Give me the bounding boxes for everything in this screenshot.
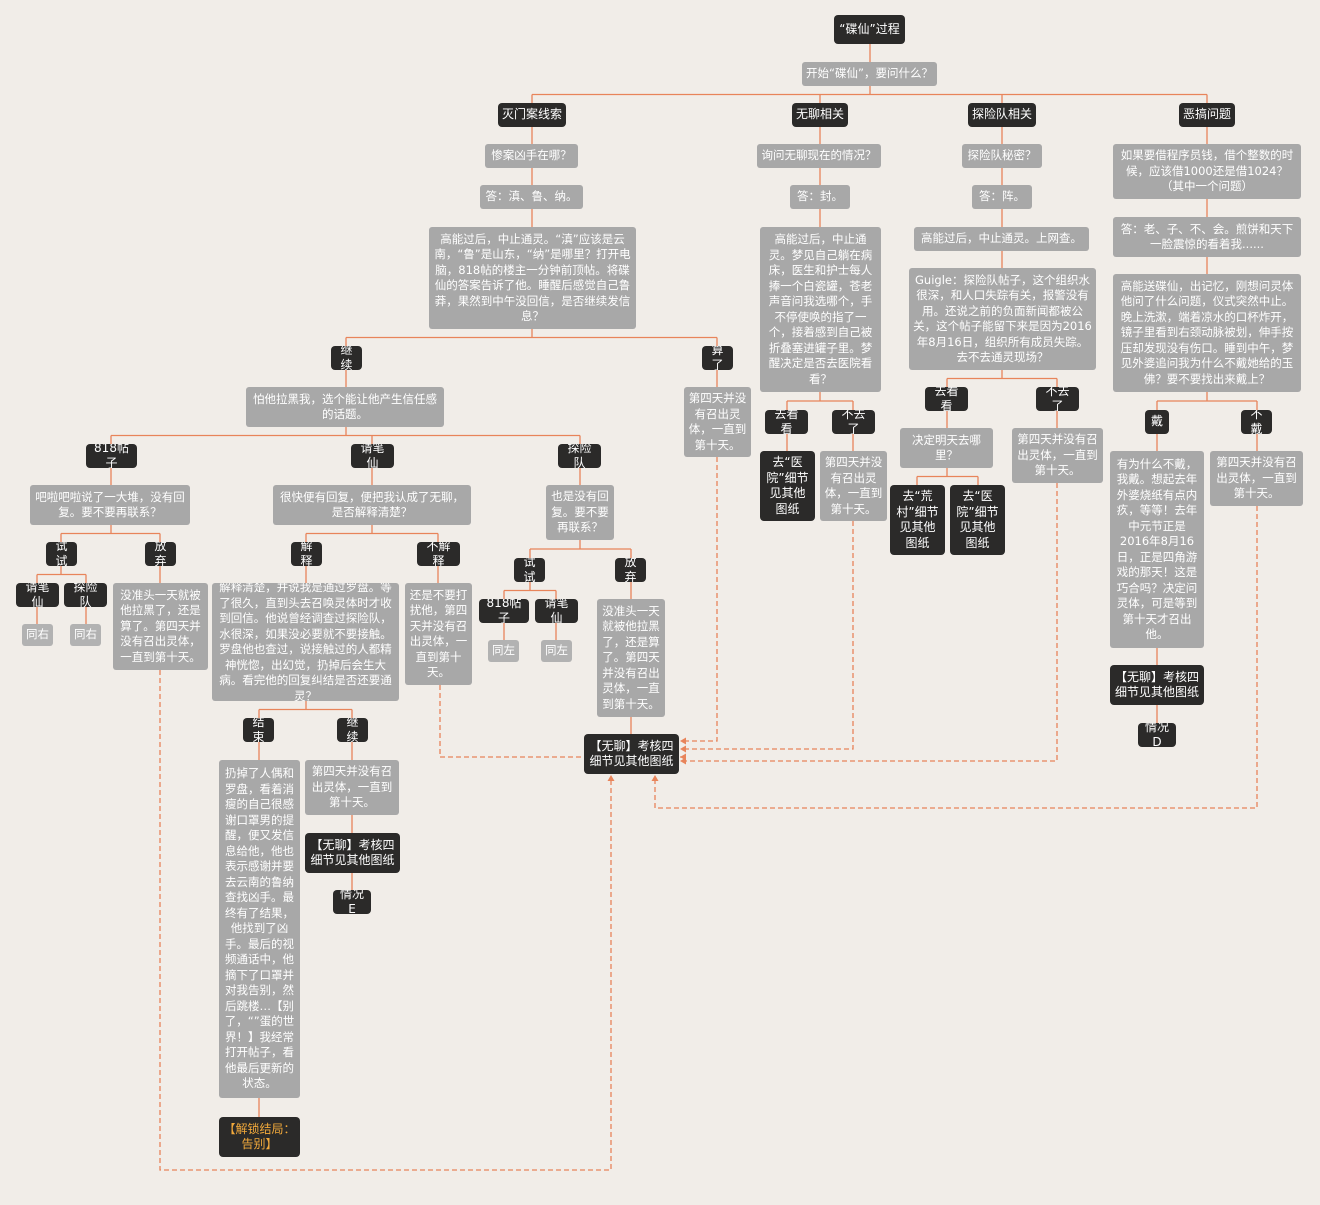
case-e: 情况E xyxy=(333,890,371,914)
explore-go-hospital: 去“医院”细节见其他图纸 xyxy=(950,485,1005,555)
explore-try: 试试 xyxy=(514,558,545,582)
explore-search-text: 高能过后，中止通灵。上网查。 xyxy=(914,227,1089,251)
start-question: 开始“碟仙”，要问什么？ xyxy=(802,62,937,86)
option-explore-team: 探险队 xyxy=(558,444,601,468)
818-try: 试试 xyxy=(46,542,77,566)
prank-question: 如果要借程序员钱，借个整数的时候，应该借1000还是借1024？（其中一个问题） xyxy=(1113,144,1301,199)
818-giveup-text: 没准头一天就被他拉黑了，还是算了。第四天并没有召出灵体，一直到第十天。 xyxy=(113,583,208,670)
boredom-go: 去看看 xyxy=(765,410,808,434)
boredom-question: 询问无聊现在的情况？ xyxy=(757,144,881,168)
continue-text: 怕他拉黑我，选个能让他产生信任感的话题。 xyxy=(246,387,444,427)
explore-try-818-result: 同左 xyxy=(488,640,519,662)
818-try-explore: 探险队 xyxy=(64,583,107,607)
pen-continue: 继续 xyxy=(337,718,368,742)
prank-wear-text: 有为什么不戴，我戴。想起去年外婆烧纸有点内疚，等等！去年中元节正是2016年8月… xyxy=(1110,451,1204,648)
explore-try-pen-result: 同左 xyxy=(541,640,572,662)
option-pen-spirit: 请笔仙 xyxy=(351,444,394,468)
choice-continue: 继续 xyxy=(331,346,362,370)
dashed-ref-explore xyxy=(686,483,1058,762)
branch-prank: 恶搞问题 xyxy=(1179,103,1235,127)
explore-go: 去看看 xyxy=(925,387,968,411)
explore-guigle-text: Guigle：探险队帖子，这个组织水很深，和人口失踪有关，报警没有用。还说之前的… xyxy=(909,268,1096,370)
boredom-no-text: 第四天并没有召出灵体，一直到第十天。 xyxy=(820,451,887,521)
option-818-post: 818帖子 xyxy=(86,444,137,468)
explore-secret-answer: 答：阵。 xyxy=(972,185,1032,209)
murder-text: 高能过后，中止通灵。“滇”应该是云南，“鲁”是山东，“纳”是哪里？打开电脑，81… xyxy=(429,227,636,329)
branch-explore: 探险队相关 xyxy=(968,103,1036,127)
pen-explain-text: 解释清楚，并说我是通过罗盘。等了很久，直到头去召唤灵体时才收到回信。他说曾经调查… xyxy=(212,583,399,701)
pen-continue-result: 【无聊】考核四细节见其他图纸 xyxy=(305,833,400,873)
prank-wear-result: 【无聊】考核四细节见其他图纸 xyxy=(1110,665,1204,705)
prank-wear: 戴 xyxy=(1145,410,1169,434)
dashed-arrow-818 xyxy=(607,775,615,781)
prank-text: 高能送碟仙，出记忆，刚想问灵体他问了什么问题，仪式突然中止。晚上洗漱，端着凉水的… xyxy=(1113,274,1301,392)
dashed-arrow-prank xyxy=(651,775,659,781)
818-try-pen-result: 同右 xyxy=(22,624,53,646)
818-question: 吧啦吧啦说了一大堆，没有回复。要不要再联系？ xyxy=(30,485,190,525)
dashed-arrow-stop xyxy=(680,737,686,745)
prank-answer: 答：老、子、不、会。煎饼和天下一脸震惊的看着我...... xyxy=(1113,217,1301,257)
818-try-pen: 请笔仙 xyxy=(16,583,59,607)
explore-no-text: 第四天并没有召出灵体，一直到第十天。 xyxy=(1012,428,1103,483)
explore-try-pen: 请笔仙 xyxy=(535,599,578,623)
prank-no-wear: 不戴 xyxy=(1241,410,1272,434)
dashed-arrow-explore xyxy=(680,757,686,765)
branch-murder-clues: 灭门案线索 xyxy=(498,103,566,127)
dashed-ref-prank xyxy=(654,506,1258,809)
choice-stop: 算了 xyxy=(702,346,733,370)
center-result: 【无聊】考核四细节见其他图纸 xyxy=(584,734,679,774)
prank-no-wear-text: 第四天并没有召出灵体，一直到第十天。 xyxy=(1210,451,1303,506)
murder-question: 惨案凶手在哪？ xyxy=(485,144,578,168)
boredom-text: 高能过后，中止通灵。梦见自己躺在病床，医生和护士每人捧一个白瓷罐，苍老声音问我选… xyxy=(760,227,881,392)
unlock-ending: 【解锁结局：告别】 xyxy=(219,1117,300,1157)
boredom-answer: 答：封。 xyxy=(790,185,850,209)
pen-continue-text: 第四天并没有召出灵体，一直到第十天。 xyxy=(305,760,399,815)
pen-question: 很快便有回复，便把我认成了无聊，是否解释清楚？ xyxy=(273,485,471,525)
818-giveup: 放弃 xyxy=(145,542,176,566)
branch-boredom: 无聊相关 xyxy=(792,103,848,127)
818-try-explore-result: 同右 xyxy=(70,624,101,646)
pen-end: 结束 xyxy=(243,718,274,742)
explore-giveup: 放弃 xyxy=(615,558,646,582)
root-title: “碟仙”过程 xyxy=(834,15,905,44)
explore-secret-question: 探险队秘密？ xyxy=(962,144,1042,168)
pen-no-explain-text: 还是不要打扰他，第四天并没有召出灵体，一直到第十天。 xyxy=(405,583,472,685)
dashed-ref-stop xyxy=(686,457,718,742)
murder-answer: 答：滇、鲁、纳。 xyxy=(480,185,583,209)
explore-question: 也是没有回复。要不要再联系？ xyxy=(546,485,614,540)
dashed-ref-818 xyxy=(159,670,612,1171)
explore-go-village: 去“荒村”细节见其他图纸 xyxy=(890,485,945,555)
boredom-go-result: 去“医院”细节见其他图纸 xyxy=(760,451,815,521)
pen-explain: 解释 xyxy=(291,542,322,566)
stop-text: 第四天并没有召出灵体，一直到第十天。 xyxy=(684,387,751,457)
boredom-no: 不去了 xyxy=(832,410,875,434)
case-d: 情况D xyxy=(1138,723,1176,747)
dashed-ref-boredom xyxy=(686,521,854,750)
explore-no: 不去了 xyxy=(1036,387,1079,411)
explore-try-818: 818帖子 xyxy=(479,599,529,623)
pen-no-explain: 不解释 xyxy=(417,542,460,566)
explore-go-question: 决定明天去哪里？ xyxy=(900,428,993,468)
explore-giveup-text: 没准头一天就被他拉黑了，还是算了。第四天并没有召出灵体，一直到第十天。 xyxy=(597,599,665,717)
dashed-arrow-boredom xyxy=(680,745,686,753)
pen-end-text: 扔掉了人偶和罗盘，看着消瘦的自己很感谢口罩男的提醒，便又发信息给他，他也表示感谢… xyxy=(219,760,300,1098)
